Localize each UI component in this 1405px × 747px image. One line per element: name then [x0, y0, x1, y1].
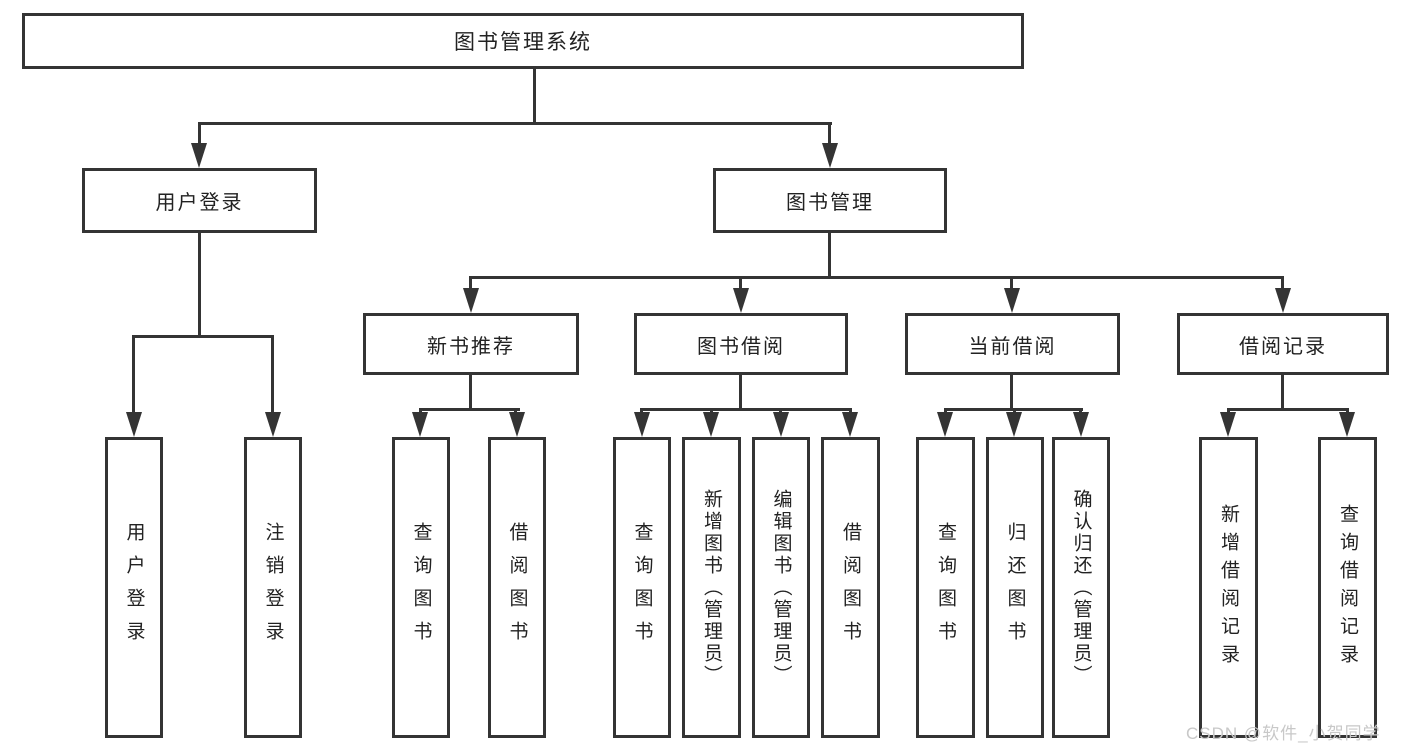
arrow-down-icon [126, 412, 142, 437]
node-leaf-logout: 注销登录 [244, 437, 302, 738]
connector-drop [514, 408, 517, 414]
connector-drop [640, 408, 643, 414]
node-user-login: 用户登录 [82, 168, 317, 233]
node-root: 图书管理系统 [22, 13, 1024, 69]
connector-drop-current-borrow [1010, 276, 1013, 290]
connector-drop-user-login [198, 122, 201, 147]
arrow-down-icon [1220, 412, 1236, 437]
node-current-borrow: 当前借阅 [905, 313, 1120, 375]
connector-drop [710, 408, 713, 414]
connector-drop-leaf-user-login [132, 335, 135, 414]
connector-new-book-rail [419, 408, 520, 411]
node-br-add-record: 新增借阅记录 [1199, 437, 1258, 738]
arrow-down-icon [822, 143, 838, 168]
connector-drop-new-book [469, 276, 472, 290]
node-new-book-recommend: 新书推荐 [363, 313, 579, 375]
node-cb-confirm-return-admin: 确认归还（管理员） [1052, 437, 1110, 738]
connector-new-book-stem [469, 372, 472, 410]
connector-drop [1227, 408, 1230, 414]
arrow-down-icon [412, 412, 428, 437]
arrow-down-icon [733, 288, 749, 313]
arrow-down-icon [1275, 288, 1291, 313]
connector-root-stem [533, 68, 536, 123]
csdn-watermark: CSDN @软件_小贺同学 [1186, 724, 1381, 743]
connector-user-login-rail [132, 335, 274, 338]
connector-drop [779, 408, 782, 414]
connector-drop [944, 408, 947, 414]
node-nb-query-book: 查询图书 [392, 437, 450, 738]
connector-level1-rail [198, 122, 832, 125]
arrow-down-icon [937, 412, 953, 437]
arrow-down-icon [191, 143, 207, 168]
connector-book-borrow-stem [739, 372, 742, 410]
node-bb-borrow-book: 借阅图书 [821, 437, 880, 738]
connector-drop-book-management [828, 122, 831, 147]
connector-level2-rail [469, 276, 1283, 279]
arrow-down-icon [634, 412, 650, 437]
node-cb-query-book: 查询图书 [916, 437, 975, 738]
arrow-down-icon [773, 412, 789, 437]
node-bb-add-book-admin: 新增图书（管理员） [682, 437, 741, 738]
arrow-down-icon [1004, 288, 1020, 313]
arrow-down-icon [509, 412, 525, 437]
connector-drop-borrow-record [1281, 276, 1284, 290]
arrow-down-icon [463, 288, 479, 313]
connector-user-login-stem [198, 230, 201, 337]
arrow-down-icon [703, 412, 719, 437]
connector-book-borrow-rail [640, 408, 852, 411]
connector-drop [419, 408, 422, 414]
connector-drop [1346, 408, 1349, 414]
connector-borrow-record-stem [1281, 372, 1284, 410]
arrow-down-icon [1339, 412, 1355, 437]
node-bb-edit-book-admin: 编辑图书（管理员） [752, 437, 810, 738]
arrow-down-icon [1073, 412, 1089, 437]
connector-drop [1013, 408, 1016, 414]
node-bb-query-book: 查询图书 [613, 437, 671, 738]
connector-current-borrow-stem [1010, 372, 1013, 410]
node-cb-return-book: 归还图书 [986, 437, 1044, 738]
arrow-down-icon [265, 412, 281, 437]
node-book-management: 图书管理 [713, 168, 947, 233]
connector-drop-book-borrow [739, 276, 742, 290]
node-book-borrow: 图书借阅 [634, 313, 848, 375]
node-br-query-record: 查询借阅记录 [1318, 437, 1377, 738]
connector-drop-leaf-logout [271, 335, 274, 414]
connector-book-management-stem [828, 230, 831, 278]
arrow-down-icon [1006, 412, 1022, 437]
node-nb-borrow-book: 借阅图书 [488, 437, 546, 738]
arrow-down-icon [842, 412, 858, 437]
connector-borrow-record-rail [1227, 408, 1349, 411]
connector-drop [1079, 408, 1082, 414]
connector-drop [849, 408, 852, 414]
node-leaf-user-login: 用户登录 [105, 437, 163, 738]
node-borrow-record: 借阅记录 [1177, 313, 1389, 375]
